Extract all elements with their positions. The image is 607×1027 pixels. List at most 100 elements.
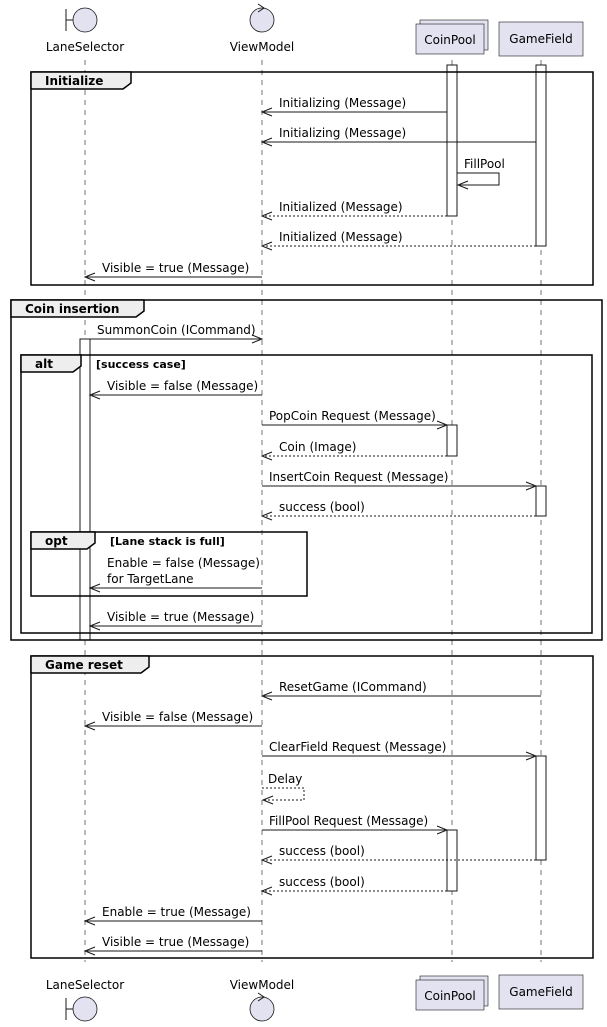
message-label: InsertCoin Request (Message) bbox=[269, 470, 448, 484]
frame-label: Coin insertion bbox=[25, 302, 119, 316]
frame-tab bbox=[30, 71, 132, 90]
frame-border bbox=[30, 71, 594, 286]
message-coin-image: Coin (Image) bbox=[260, 440, 447, 461]
arrow-head bbox=[260, 137, 273, 147]
control-circle bbox=[249, 996, 275, 1022]
participant-gamefield-bottom: GameField bbox=[498, 974, 584, 1010]
control-circle bbox=[249, 7, 275, 33]
message-label-line2: for TargetLane bbox=[107, 572, 193, 586]
message-label: Visible = true (Message) bbox=[102, 261, 249, 275]
message-label: SummonCoin (ICommand) bbox=[97, 323, 256, 337]
message-visible-true-message: Visible = true (Message) bbox=[83, 261, 262, 282]
message-initializing-message: Initializing (Message) bbox=[260, 126, 536, 147]
participant-viewmodel-bottom: ViewModel bbox=[230, 978, 295, 1022]
message-label: ClearField Request (Message) bbox=[269, 740, 446, 754]
arrow-head bbox=[260, 241, 273, 251]
frame-border bbox=[20, 354, 593, 634]
participant-laneselector-top: LaneSelector bbox=[46, 7, 124, 54]
arrow-head bbox=[525, 481, 538, 491]
activation-bar-gf bbox=[535, 755, 547, 861]
frame-label: alt bbox=[35, 357, 53, 371]
message-clearfield-request-message: ClearField Request (Message) bbox=[262, 740, 538, 761]
frame-tab bbox=[10, 299, 145, 318]
message-label: PopCoin Request (Message) bbox=[269, 409, 436, 423]
message-label: success (bool) bbox=[279, 500, 365, 514]
participant-coinpool-top: CoinPool bbox=[415, 19, 489, 55]
message-label: Visible = false (Message) bbox=[107, 379, 258, 393]
participant-viewmodel-top: ViewModel bbox=[230, 3, 295, 54]
message-initialized-message: Initialized (Message) bbox=[260, 200, 447, 221]
activation-bar-gf bbox=[535, 64, 547, 247]
arrow-head bbox=[260, 211, 273, 221]
collections-front-box bbox=[415, 23, 485, 55]
frame-guard: [Lane stack is full] bbox=[110, 535, 225, 548]
participant-label: GameField bbox=[509, 32, 572, 46]
frame-label: Initialize bbox=[45, 74, 103, 88]
message-label: Visible = true (Message) bbox=[107, 610, 254, 624]
message-visible-true-message: Visible = true (Message) bbox=[83, 935, 262, 956]
arrow-head bbox=[525, 751, 538, 761]
arrow-head bbox=[260, 855, 273, 865]
participant-label: ViewModel bbox=[230, 40, 295, 54]
frame-label: opt bbox=[45, 534, 68, 548]
frame-border bbox=[10, 299, 603, 641]
message-line bbox=[262, 787, 305, 801]
activation-bar-cp bbox=[446, 64, 458, 217]
arrow-head bbox=[260, 886, 273, 896]
message-visible-false-message: Visible = false (Message) bbox=[83, 710, 262, 731]
boundary-circle bbox=[72, 7, 98, 33]
participant-label: GameField bbox=[509, 985, 572, 999]
frame-tab bbox=[30, 655, 150, 674]
message-fillpool: FillPool bbox=[456, 157, 505, 190]
boundary-circle bbox=[72, 996, 98, 1022]
participant-coinpool-bottom: CoinPool bbox=[415, 975, 489, 1011]
participant-label: ViewModel bbox=[230, 978, 295, 992]
arrow-head bbox=[436, 420, 449, 430]
arrow-head bbox=[260, 107, 273, 117]
frame-alt-success: alt[success case] bbox=[20, 354, 593, 634]
activation-bar-ls bbox=[79, 338, 91, 641]
message-label: FillPool Request (Message) bbox=[269, 814, 428, 828]
message-label: Delay bbox=[268, 772, 302, 786]
arrow-head bbox=[83, 946, 96, 956]
participant-label: CoinPool bbox=[424, 989, 476, 1003]
arrow-head bbox=[83, 272, 96, 282]
frame-tab bbox=[20, 354, 82, 373]
participant-label: LaneSelector bbox=[46, 40, 124, 54]
message-visible-false-message: Visible = false (Message) bbox=[88, 379, 262, 400]
arrow-head bbox=[88, 621, 101, 631]
message-initialized-message: Initialized (Message) bbox=[260, 230, 536, 251]
message-label: success (bool) bbox=[279, 844, 365, 858]
message-visible-true-message: Visible = true (Message) bbox=[88, 610, 262, 631]
participant-gamefield-top: GameField bbox=[498, 21, 584, 57]
participant-box bbox=[498, 974, 584, 1010]
message-label: Visible = true (Message) bbox=[102, 935, 249, 949]
message-label: Initialized (Message) bbox=[279, 230, 403, 244]
frame-initialize: Initialize bbox=[30, 71, 594, 286]
message-popcoin-request-message: PopCoin Request (Message) bbox=[262, 409, 449, 430]
message-success-bool: success (bool) bbox=[260, 844, 536, 865]
message-resetgame-icommand: ResetGame (ICommand) bbox=[260, 680, 541, 701]
arrow-head bbox=[83, 721, 96, 731]
participant-label: LaneSelector bbox=[46, 978, 124, 992]
control-arrow bbox=[257, 3, 265, 13]
frame-border bbox=[30, 655, 594, 959]
participant-laneselector-bottom: LaneSelector bbox=[46, 978, 124, 1022]
message-label: ResetGame (ICommand) bbox=[279, 680, 427, 694]
frame-border bbox=[30, 531, 308, 597]
message-label: Initialized (Message) bbox=[279, 200, 403, 214]
frame-coin-insertion: Coin insertion bbox=[10, 299, 603, 641]
message-label: Enable = false (Message) bbox=[107, 556, 260, 570]
message-initializing-message: Initializing (Message) bbox=[260, 96, 447, 117]
arrow-head bbox=[251, 334, 264, 344]
arrow-head bbox=[456, 180, 469, 190]
arrow-head bbox=[260, 691, 273, 701]
message-label: Enable = true (Message) bbox=[102, 905, 251, 919]
message-label: success (bool) bbox=[279, 875, 365, 889]
arrow-head bbox=[88, 390, 101, 400]
message-label: Initializing (Message) bbox=[279, 126, 406, 140]
arrow-head bbox=[436, 825, 449, 835]
activation-bar-gf bbox=[535, 485, 547, 517]
message-label: FillPool bbox=[464, 157, 505, 171]
arrow-head bbox=[260, 451, 273, 461]
